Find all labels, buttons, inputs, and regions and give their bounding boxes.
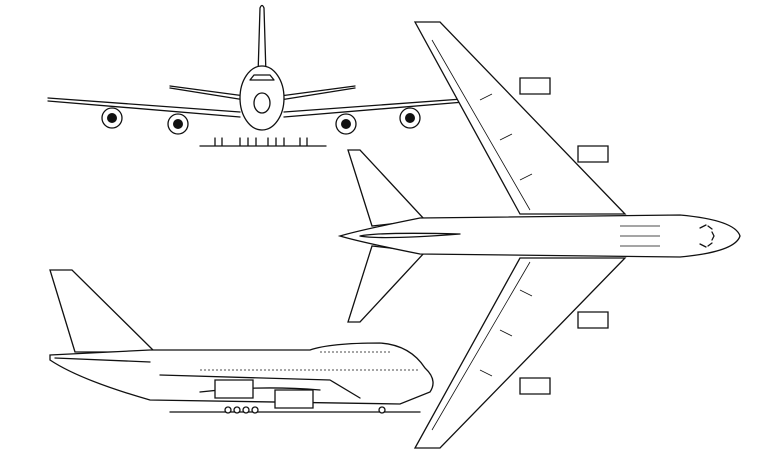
front-wing [47, 97, 477, 118]
top-dorsal-line [359, 232, 461, 239]
front-vertical-fin [257, 4, 267, 76]
front-landing-gear [199, 137, 327, 147]
side-landing-gear [224, 406, 386, 414]
top-hump-windows [620, 225, 660, 247]
top-view [337, 21, 741, 449]
side-view [49, 269, 434, 414]
side-engines [214, 379, 314, 409]
top-engines [519, 77, 609, 395]
top-lower-stabilizer [347, 245, 427, 323]
side-fin [49, 269, 157, 353]
front-nose [253, 92, 271, 114]
side-wing [159, 374, 361, 399]
top-upper-wing [413, 21, 627, 215]
side-windows [200, 351, 420, 371]
side-horizontal-tail [54, 357, 151, 363]
top-wing-flaps [431, 39, 533, 431]
top-upper-stabilizer [347, 149, 427, 227]
front-engines [101, 107, 421, 135]
front-cockpit-windows [249, 74, 275, 81]
top-cockpit [699, 224, 715, 248]
top-lower-wing [413, 257, 627, 449]
front-view [47, 4, 477, 147]
side-fuselage [49, 342, 434, 405]
top-fuselage [337, 214, 741, 258]
front-horizontal-tail [169, 85, 356, 101]
